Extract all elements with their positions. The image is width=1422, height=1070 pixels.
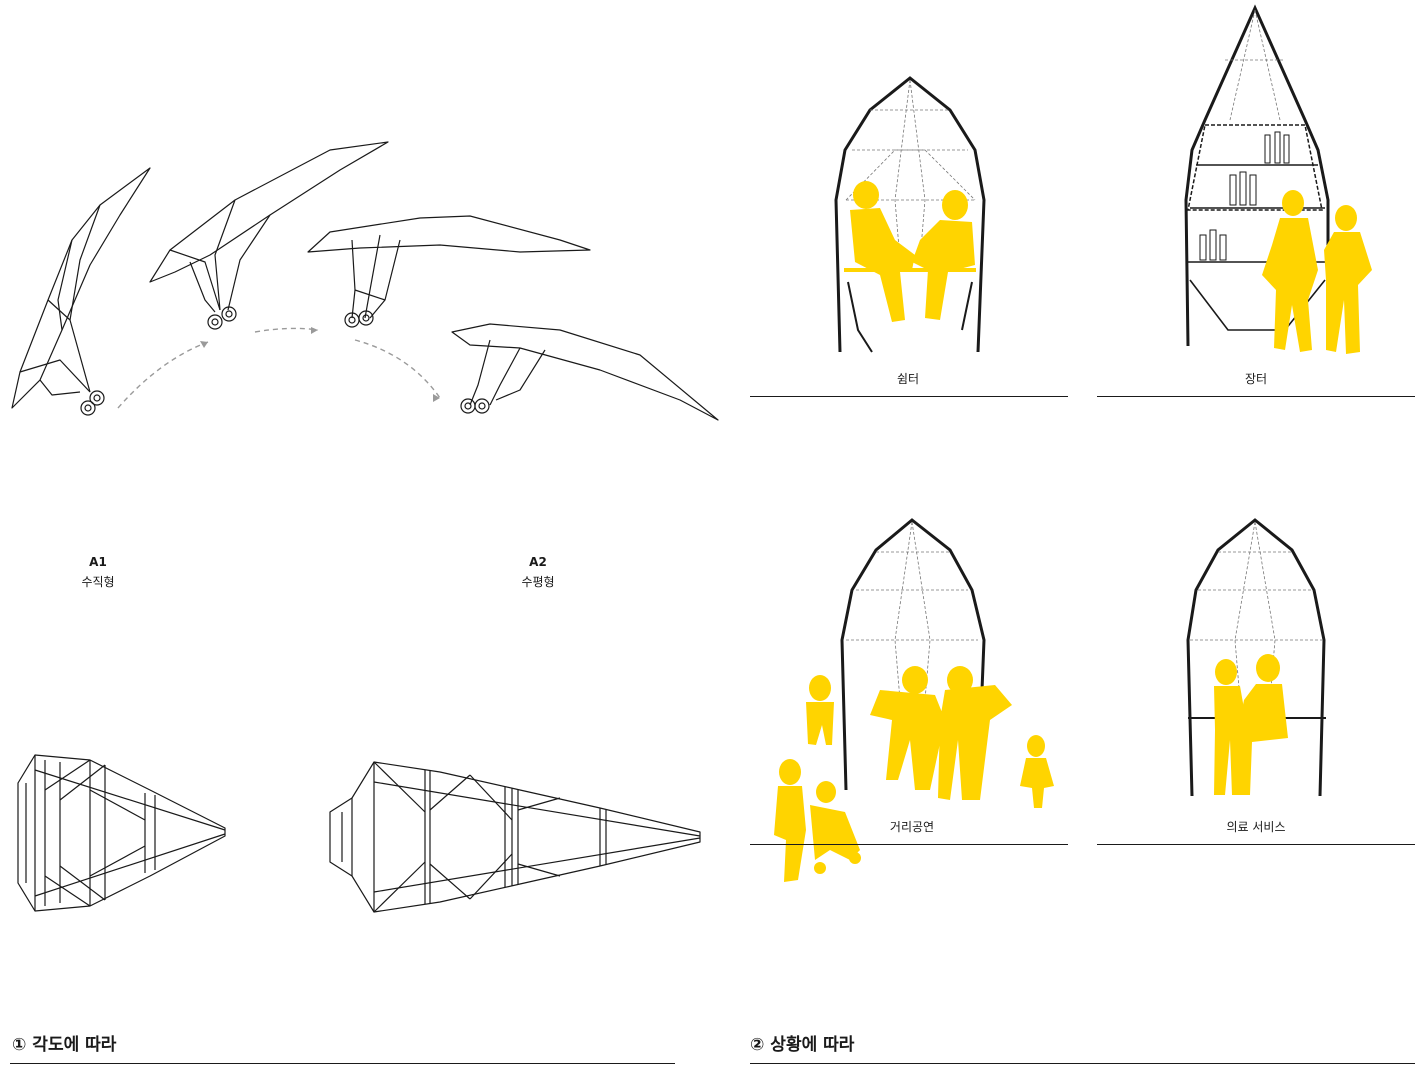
scene-rule-market xyxy=(1097,396,1415,397)
plan-view-a1 xyxy=(17,754,226,912)
canopy-stage-3 xyxy=(307,215,591,328)
angle-sequence-drawing xyxy=(11,141,719,913)
scene-rest-pod xyxy=(834,76,986,353)
scene-rule-medical xyxy=(1097,844,1415,845)
section-title-situation: ② 상황에 따라 xyxy=(750,1035,855,1055)
scene-caption-rest: 쉼터 xyxy=(896,372,920,386)
scene-market-pod xyxy=(1184,4,1372,354)
canopy-stage-2 xyxy=(149,141,389,330)
canopy-stage-1 xyxy=(11,167,151,416)
scene-rule-rest xyxy=(750,396,1068,397)
variant-a1-name: 수직형 xyxy=(81,575,115,589)
section-rule-left xyxy=(10,1063,675,1064)
variant-a2-code: A2 xyxy=(529,555,547,569)
section-title-angle: ① 각도에 따라 xyxy=(12,1035,117,1055)
section-rule-right xyxy=(750,1063,1415,1064)
scene-medical-pod xyxy=(1186,518,1326,797)
variant-a1-code: A1 xyxy=(89,555,107,569)
canopy-stage-4 xyxy=(451,323,719,421)
scene-performance-pod xyxy=(774,518,1054,882)
variant-a2-name: 수평형 xyxy=(521,575,555,589)
scene-caption-medical: 의료 서비스 xyxy=(1226,820,1286,834)
situation-diagram: 쉼터 장터 거리공연 의료 서비스 ② 상황에 따라 xyxy=(740,0,1422,1070)
scene-caption-market: 장터 xyxy=(1244,372,1268,386)
situation-drawings xyxy=(774,4,1372,882)
motion-arrows xyxy=(117,327,441,409)
plan-view-a2 xyxy=(329,761,701,913)
scene-rule-performance xyxy=(750,844,1068,845)
angle-diagram: A1 수직형 A2 수평형 ① 각도에 따라 xyxy=(10,141,719,1064)
scene-caption-performance: 거리공연 xyxy=(889,820,935,834)
